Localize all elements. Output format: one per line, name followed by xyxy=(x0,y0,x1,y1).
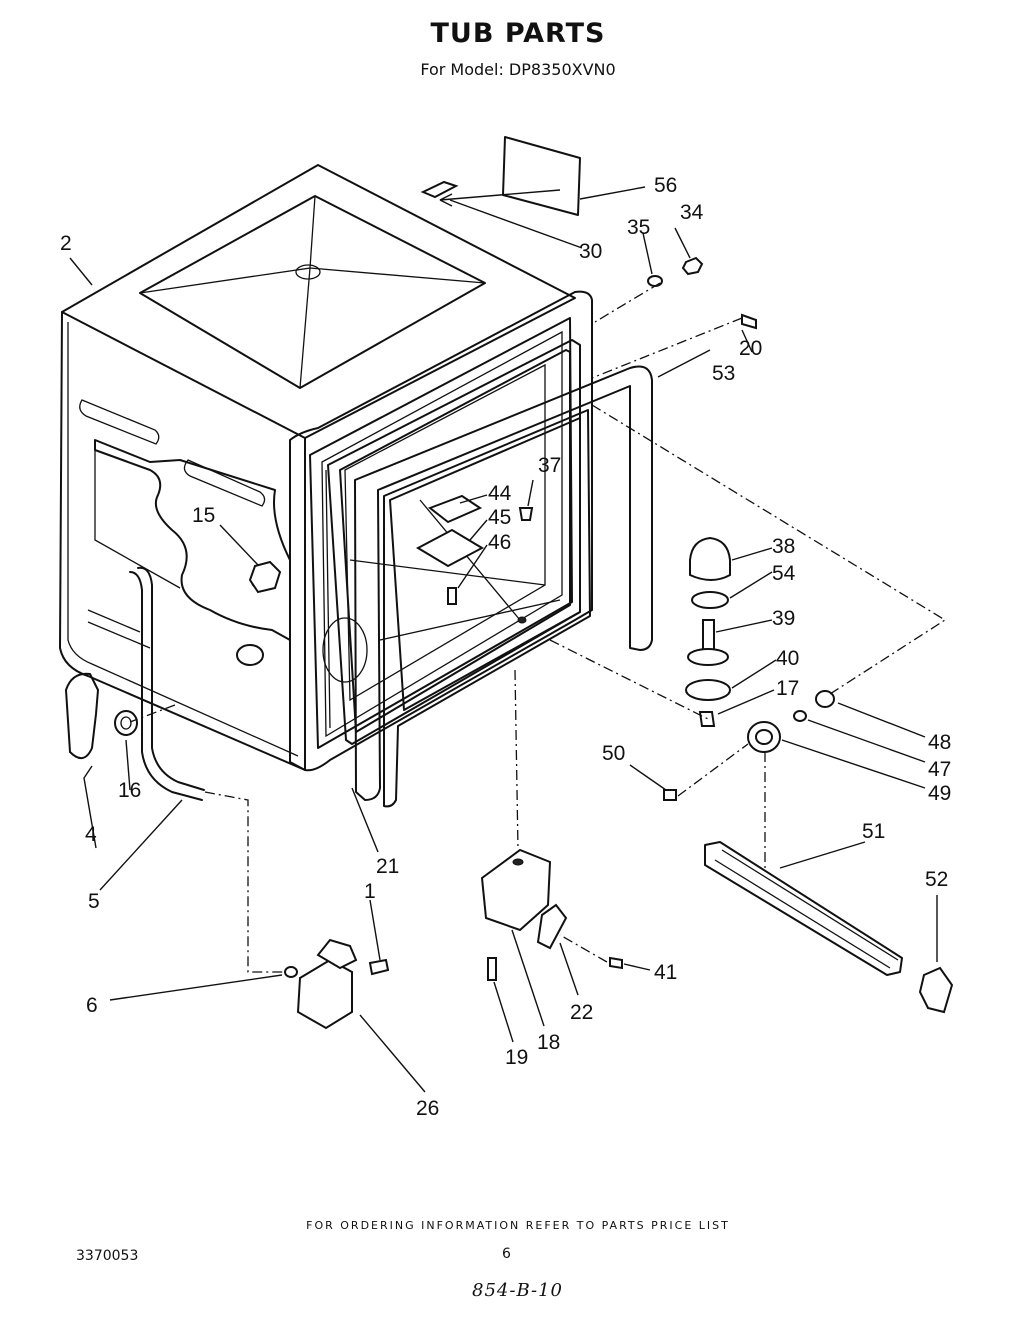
callout-30: 30 xyxy=(579,240,602,263)
handwritten-note: 854-B-10 xyxy=(472,1280,563,1301)
callout-26: 26 xyxy=(416,1097,439,1120)
callout-46: 46 xyxy=(488,531,511,554)
callout-19: 19 xyxy=(505,1046,528,1069)
callout-4: 4 xyxy=(85,823,97,846)
callout-labels: 2 56 30 34 35 20 53 15 37 44 45 46 38 54… xyxy=(60,174,951,1120)
callout-45: 45 xyxy=(488,506,511,529)
callout-50: 50 xyxy=(602,742,625,765)
callout-6: 6 xyxy=(86,994,98,1017)
callout-47: 47 xyxy=(928,758,951,781)
page-title: TUB PARTS xyxy=(430,18,606,49)
reference-lines xyxy=(129,282,947,973)
callout-17: 17 xyxy=(776,677,799,700)
leader-arrows xyxy=(69,186,938,1093)
callout-41: 41 xyxy=(654,961,677,984)
callout-22: 22 xyxy=(570,1001,593,1024)
callout-18: 18 xyxy=(537,1031,560,1054)
callout-37: 37 xyxy=(538,454,561,477)
callout-38: 38 xyxy=(772,535,795,558)
callout-15: 15 xyxy=(192,504,215,527)
callout-54: 54 xyxy=(772,562,796,585)
callout-44: 44 xyxy=(488,482,512,505)
callout-39: 39 xyxy=(772,607,795,630)
callout-34: 34 xyxy=(680,201,704,224)
callout-51: 51 xyxy=(862,820,885,843)
ordering-note: FOR ORDERING INFORMATION REFER TO PARTS … xyxy=(306,1219,730,1232)
callout-52: 52 xyxy=(925,868,948,891)
document-number: 3370053 xyxy=(76,1248,139,1264)
callout-49: 49 xyxy=(928,782,951,805)
callout-2: 2 xyxy=(60,232,72,255)
page-number: 6 xyxy=(502,1246,511,1262)
callout-5: 5 xyxy=(88,890,100,913)
callout-20: 20 xyxy=(739,337,762,360)
callout-35: 35 xyxy=(627,216,650,239)
callout-21: 21 xyxy=(376,855,399,878)
model-subtitle: For Model: DP8350XVN0 xyxy=(420,60,616,79)
callout-1: 1 xyxy=(364,880,376,903)
callout-16: 16 xyxy=(118,779,141,802)
tub-body-illustration xyxy=(59,164,653,808)
parts-illustration xyxy=(65,136,954,1030)
callout-40: 40 xyxy=(776,647,799,670)
callout-56: 56 xyxy=(654,174,677,197)
callout-53: 53 xyxy=(712,362,735,385)
callout-48: 48 xyxy=(928,731,951,754)
